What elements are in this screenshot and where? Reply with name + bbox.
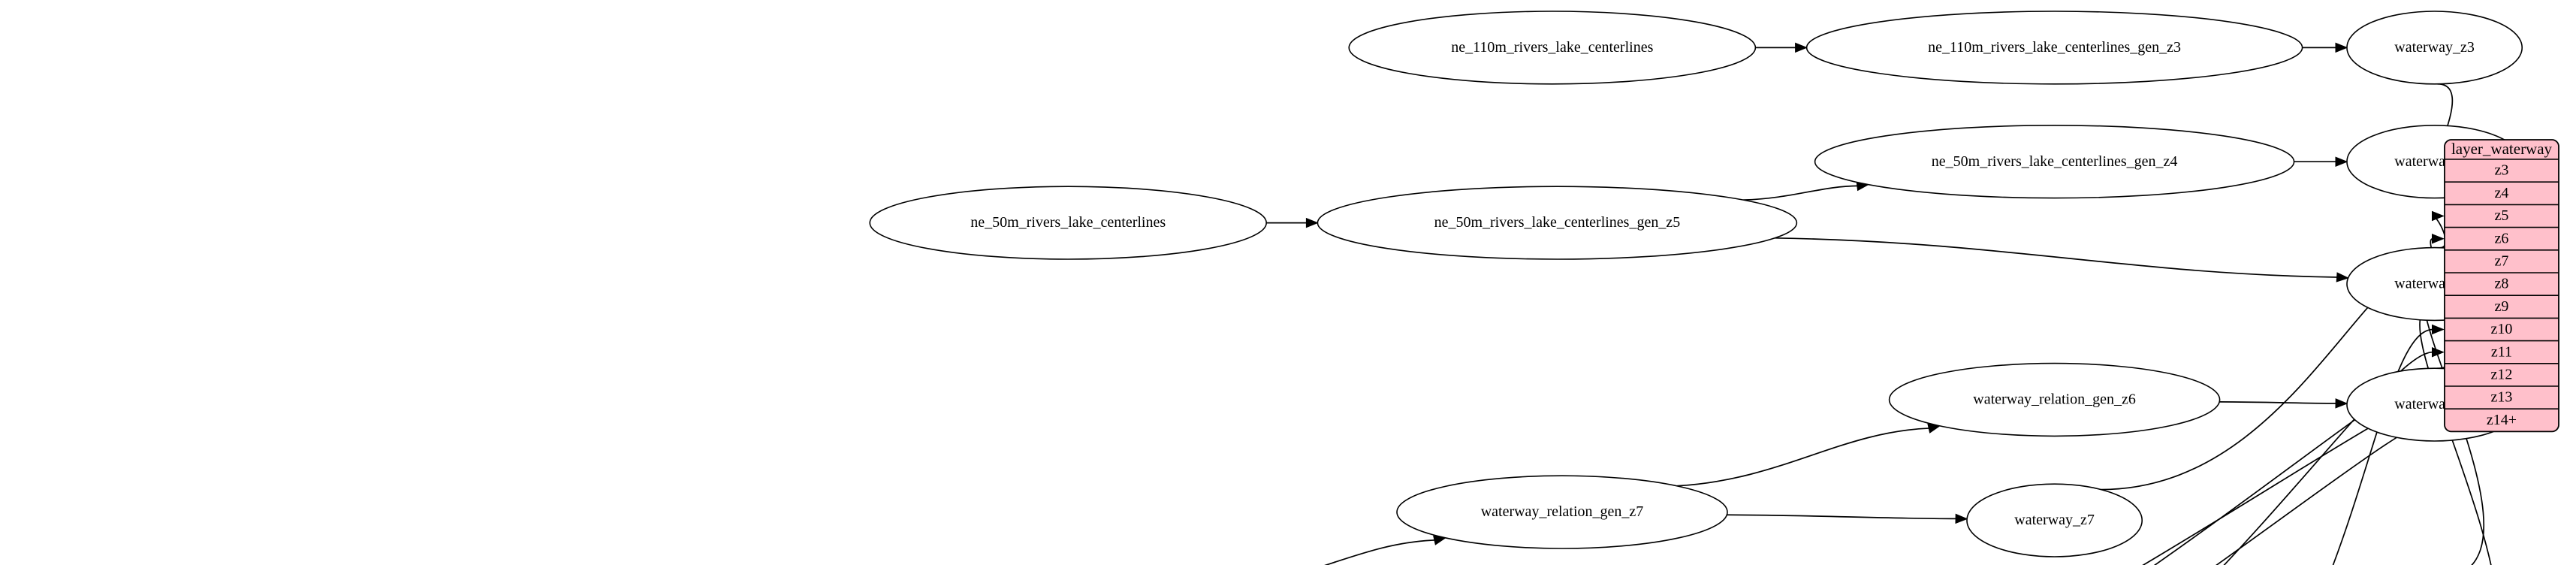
layer-table-cell-z14+[interactable]: z14+	[2487, 412, 2517, 428]
layer-table-cell-z8[interactable]: z8	[2495, 276, 2509, 292]
node-shape	[1814, 124, 2295, 199]
node-shape	[869, 186, 1267, 260]
graph-edge	[1775, 237, 2338, 278]
edge-arrowhead	[2336, 272, 2349, 282]
layer-table-cell-z10[interactable]: z10	[2491, 321, 2513, 337]
node-shape	[1348, 11, 1757, 85]
graph-edge	[1727, 514, 1957, 520]
layer-table-header: layer_waterway	[2451, 140, 2553, 158]
edge-arrowhead	[1955, 513, 1968, 524]
edge-arrowhead	[2335, 156, 2348, 167]
graph-node-ne_50m_rivers_lake_centerlines[interactable]: ne_50m_rivers_lake_centerlines	[869, 186, 1267, 260]
layer-table-frame	[2444, 139, 2559, 433]
layer-table-cell-z13[interactable]: z13	[2491, 389, 2513, 406]
graph-edge	[2419, 306, 2492, 565]
edge-arrowhead	[2335, 398, 2348, 409]
edge-arrowhead	[2335, 42, 2348, 53]
edge-arrowhead	[2432, 324, 2445, 335]
layer-table-cell-z5[interactable]: z5	[2495, 207, 2509, 224]
layer-waterway-table: layer_waterway z3 z4 z5 z6 z7 z8 z9 z10 z11 z12 z13…	[2444, 139, 2559, 433]
graph-node-ne_50m_rivers_lake_centerlines_gen_z5[interactable]: ne_50m_rivers_lake_centerlines_gen_z5	[1317, 186, 1798, 260]
edge-arrowhead	[1795, 42, 1808, 53]
layer-table-cell-z3[interactable]: z3	[2495, 162, 2509, 179]
node-shape	[2346, 11, 2523, 85]
graph-node-ne_50m_rivers_lake_centerlines_gen_z4[interactable]: ne_50m_rivers_lake_centerlines_gen_z4	[1814, 124, 2295, 199]
layer-table-cell-z7[interactable]: z7	[2495, 252, 2509, 269]
graph-node-ne_110m_rivers_lake_centerlines_gen_z3[interactable]: ne_110m_rivers_lake_centerlines_gen_z3	[1805, 11, 2303, 85]
graph-node-waterway_z3[interactable]: waterway_z3	[2346, 11, 2523, 85]
layer-table-cell-z9[interactable]: z9	[2495, 298, 2509, 315]
graph-edge	[1676, 428, 1930, 487]
edge-arrowhead	[2432, 210, 2445, 222]
edge-arrowhead	[2432, 233, 2445, 244]
node-shape	[1966, 483, 2143, 557]
edges-layer	[1266, 42, 2492, 565]
layer-table-cell-z6[interactable]: z6	[2495, 230, 2509, 246]
graph-node-waterway_z7[interactable]: waterway_z7	[1966, 483, 2143, 557]
graph-edge	[2433, 215, 2447, 249]
node-shape	[1396, 475, 1728, 549]
node-shape	[1888, 362, 2221, 437]
node-shape	[1805, 11, 2303, 85]
graph-node-waterway_relation_gen_z7[interactable]: waterway_relation_gen_z7	[1396, 475, 1728, 549]
graph-edge	[2332, 328, 2433, 565]
graph-node-ne_110m_rivers_lake_centerlines[interactable]: ne_110m_rivers_lake_centerlines	[1348, 11, 1757, 85]
layer-table-cell-z11[interactable]: z11	[2491, 343, 2512, 360]
graph-edge	[1324, 539, 1436, 565]
graph-node-waterway_relation_gen_z6[interactable]: waterway_relation_gen_z6	[1888, 362, 2221, 437]
graph-edge	[2216, 419, 2433, 565]
edge-arrowhead	[2432, 346, 2445, 358]
edge-arrowhead	[1305, 217, 1319, 228]
graph-edge	[1743, 185, 1858, 201]
graph-edge	[2219, 401, 2337, 404]
graph-edge	[2153, 374, 2433, 565]
layer-table-cell-z12[interactable]: z12	[2491, 366, 2513, 382]
nodes-layer: imposm3osm_waterway_relationosm_waterway…	[869, 11, 2523, 557]
node-shape	[1317, 186, 1798, 260]
graph-edge	[2142, 397, 2433, 565]
layer-table-cell-z4[interactable]: z4	[2495, 185, 2509, 201]
